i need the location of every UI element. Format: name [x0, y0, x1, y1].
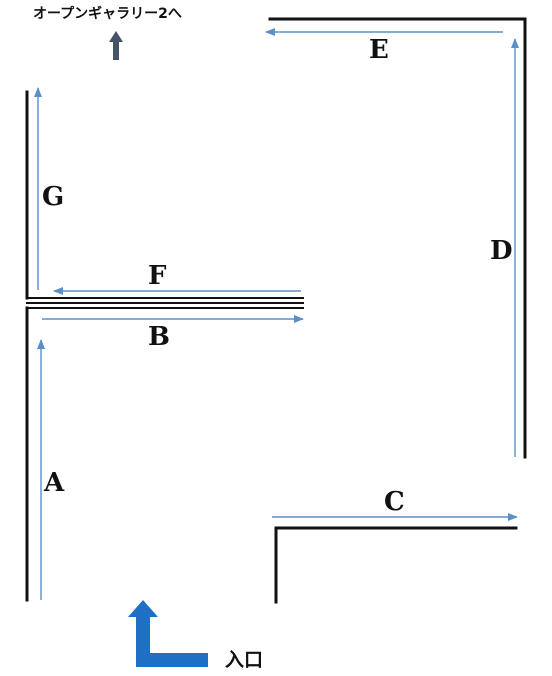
route-label-g: G	[42, 182, 64, 212]
entrance-label: 入口	[225, 649, 263, 671]
exit-arrow-icon	[109, 31, 123, 60]
walls	[25, 17, 527, 604]
route-label-e: E	[369, 35, 389, 65]
entrance-arrow-icon	[128, 600, 208, 667]
route-label-c: C	[384, 487, 405, 517]
wall-top-right	[268, 17, 527, 459]
exit-label: オープンギャラリー2へ	[33, 5, 182, 22]
wall-bottom-right	[274, 526, 518, 604]
route-label-f: F	[148, 261, 167, 291]
route-label-a: A	[43, 468, 65, 498]
route-label-b: B	[148, 322, 170, 352]
route-arrows	[34, 28, 519, 600]
route-label-d: D	[490, 236, 513, 266]
